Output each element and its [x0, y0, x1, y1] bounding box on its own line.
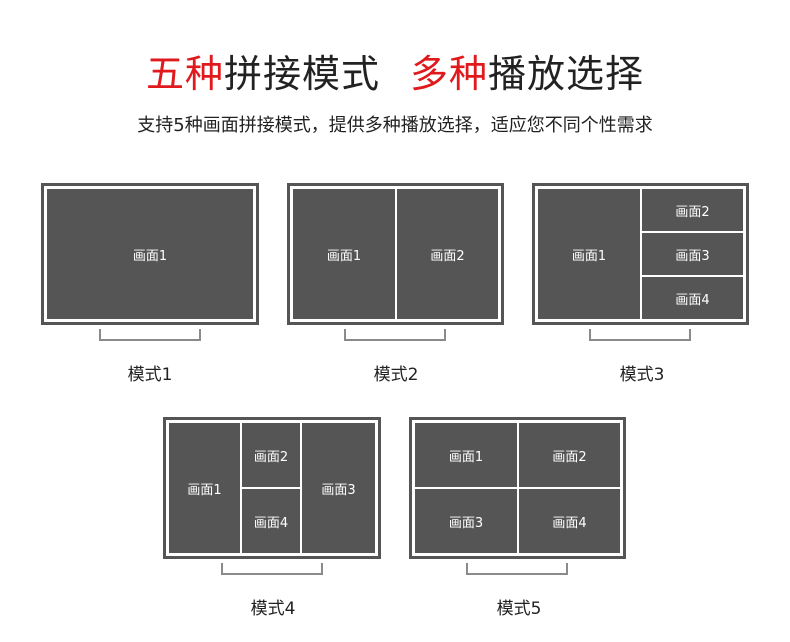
- screen-mode-5: 画面1 画面2 画面3 画面4: [409, 417, 626, 559]
- stand-mode-5: [466, 563, 568, 575]
- stand-mode-3: [589, 329, 691, 341]
- pane-mode-3-2: 画面2: [642, 189, 743, 231]
- caption-mode-1: 模式1: [127, 365, 173, 385]
- page-title: 五种拼接模式多种播放选择: [0, 48, 790, 100]
- monitor-mode-4: 画面1 画面2 画面4 画面3: [163, 417, 381, 577]
- stand-mode-4: [221, 563, 323, 575]
- monitor-mode-2: 画面1 画面2: [287, 183, 504, 343]
- pane-mode-3-1: 画面1: [538, 189, 640, 319]
- stand-mode-1: [99, 329, 201, 341]
- pane-mode-5-4: 画面4: [519, 489, 620, 553]
- title-highlight-2: 多种: [410, 52, 489, 96]
- monitor-mode-1: 画面1: [41, 183, 259, 343]
- pane-mode-5-1: 画面1: [415, 423, 517, 487]
- pane-mode-3-3: 画面3: [642, 233, 743, 275]
- screen-mode-1: 画面1: [41, 183, 259, 325]
- caption-mode-5: 模式5: [496, 599, 542, 619]
- pane-mode-1-1: 画面1: [47, 189, 253, 319]
- caption-mode-3: 模式3: [619, 365, 665, 385]
- pane-mode-4-2: 画面2: [242, 423, 300, 487]
- monitor-mode-5: 画面1 画面2 画面3 画面4: [409, 417, 626, 577]
- pane-mode-2-2: 画面2: [397, 189, 498, 319]
- pane-mode-4-3: 画面3: [302, 423, 375, 553]
- caption-mode-2: 模式2: [373, 365, 419, 385]
- pane-mode-5-3: 画面3: [415, 489, 517, 553]
- monitor-mode-3: 画面1 画面2 画面3 画面4: [532, 183, 749, 343]
- pane-mode-4-1: 画面1: [169, 423, 240, 553]
- caption-mode-4: 模式4: [250, 599, 296, 619]
- pane-mode-5-2: 画面2: [519, 423, 620, 487]
- title-text-2: 播放选择: [488, 52, 645, 96]
- pane-mode-4-4: 画面4: [242, 489, 300, 553]
- pane-mode-2-1: 画面1: [293, 189, 395, 319]
- screen-mode-3: 画面1 画面2 画面3 画面4: [532, 183, 749, 325]
- pane-mode-3-4: 画面4: [642, 277, 743, 319]
- title-text-1: 拼接模式: [223, 52, 380, 96]
- stand-mode-2: [344, 329, 446, 341]
- title-highlight-1: 五种: [145, 52, 224, 96]
- screen-mode-4: 画面1 画面2 画面4 画面3: [163, 417, 381, 559]
- screen-mode-2: 画面1 画面2: [287, 183, 504, 325]
- page-subtitle: 支持5种画面拼接模式，提供多种播放选择，适应您不同个性需求: [137, 115, 653, 136]
